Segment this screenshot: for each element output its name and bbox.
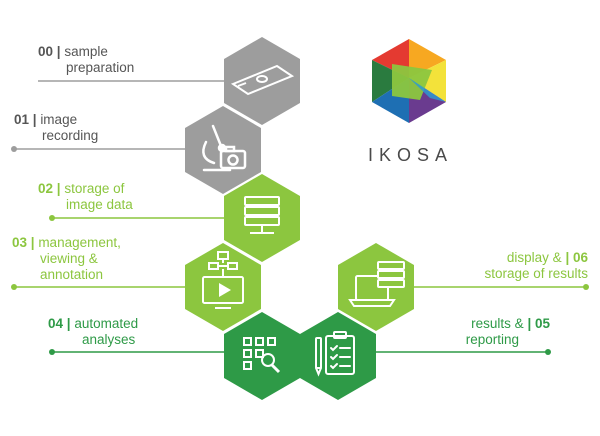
- step-03-line3: annotation: [40, 267, 104, 282]
- hex-02: [224, 174, 300, 262]
- step-01-label: 01 | image recording: [14, 112, 98, 144]
- step-02-label: 02 | storage of image data: [38, 181, 133, 213]
- ikosa-logo: [372, 39, 446, 123]
- step-04-label: 04 | automated analyses: [48, 316, 138, 348]
- step-05-line2: reporting: [465, 332, 519, 347]
- clipboard-report-icon: [315, 331, 355, 377]
- step-00-number: 00 |: [38, 44, 61, 59]
- connector-04-dot: [49, 349, 55, 355]
- connector-01-dot: [11, 146, 17, 152]
- connector-lines: [11, 80, 589, 355]
- hex-05: [300, 312, 376, 400]
- step-05-line1: results &: [471, 316, 524, 331]
- connector-06-dot: [583, 284, 589, 290]
- step-06-line2: storage of results: [484, 266, 588, 281]
- microscope-slide-icon: [230, 64, 295, 96]
- step-04-number: 04 |: [48, 316, 71, 331]
- brand-name: IKOSA: [368, 145, 454, 165]
- step-05-number: | 05: [527, 316, 550, 331]
- step-06-line1: display &: [506, 250, 562, 265]
- step-02-line2: image data: [66, 197, 133, 212]
- connector-02-dot: [49, 215, 55, 221]
- flowchart-monitor-icon: [202, 251, 244, 309]
- hex-06: [338, 243, 414, 331]
- step-00-label: 00 | sample preparation: [38, 44, 134, 76]
- step-00-line2: preparation: [66, 60, 135, 75]
- step-00-line1: sample: [64, 44, 108, 59]
- laptop-server-icon: [348, 261, 405, 307]
- connector-05-dot: [545, 349, 551, 355]
- step-06-number: | 06: [565, 250, 588, 265]
- step-03-line1: management,: [38, 235, 121, 250]
- step-01-line1: image: [40, 112, 78, 127]
- step-06-label: display & | 06 storage of results: [420, 250, 588, 282]
- hex-01: [185, 106, 261, 194]
- step-04-line2: analyses: [82, 332, 136, 347]
- step-03-line2: viewing &: [40, 251, 98, 266]
- step-01-line2: recording: [42, 128, 99, 143]
- step-02-line1: storage of: [64, 181, 125, 196]
- step-03-number: 03 |: [12, 235, 35, 250]
- step-02-number: 02 |: [38, 181, 61, 196]
- hex-03: [185, 243, 261, 331]
- step-03-label: 03 | management, viewing & annotation: [12, 235, 121, 283]
- step-05-label: results & | 05 reporting: [420, 316, 550, 348]
- connector-03-dot: [11, 284, 17, 290]
- microscope-camera-icon: [202, 124, 247, 172]
- hex-00: [224, 37, 300, 125]
- analysis-magnifier-icon: [243, 337, 281, 374]
- server-icon: [244, 196, 280, 234]
- step-01-number: 01 |: [14, 112, 37, 127]
- step-04-line1: automated: [74, 316, 139, 331]
- hex-04: [224, 312, 300, 400]
